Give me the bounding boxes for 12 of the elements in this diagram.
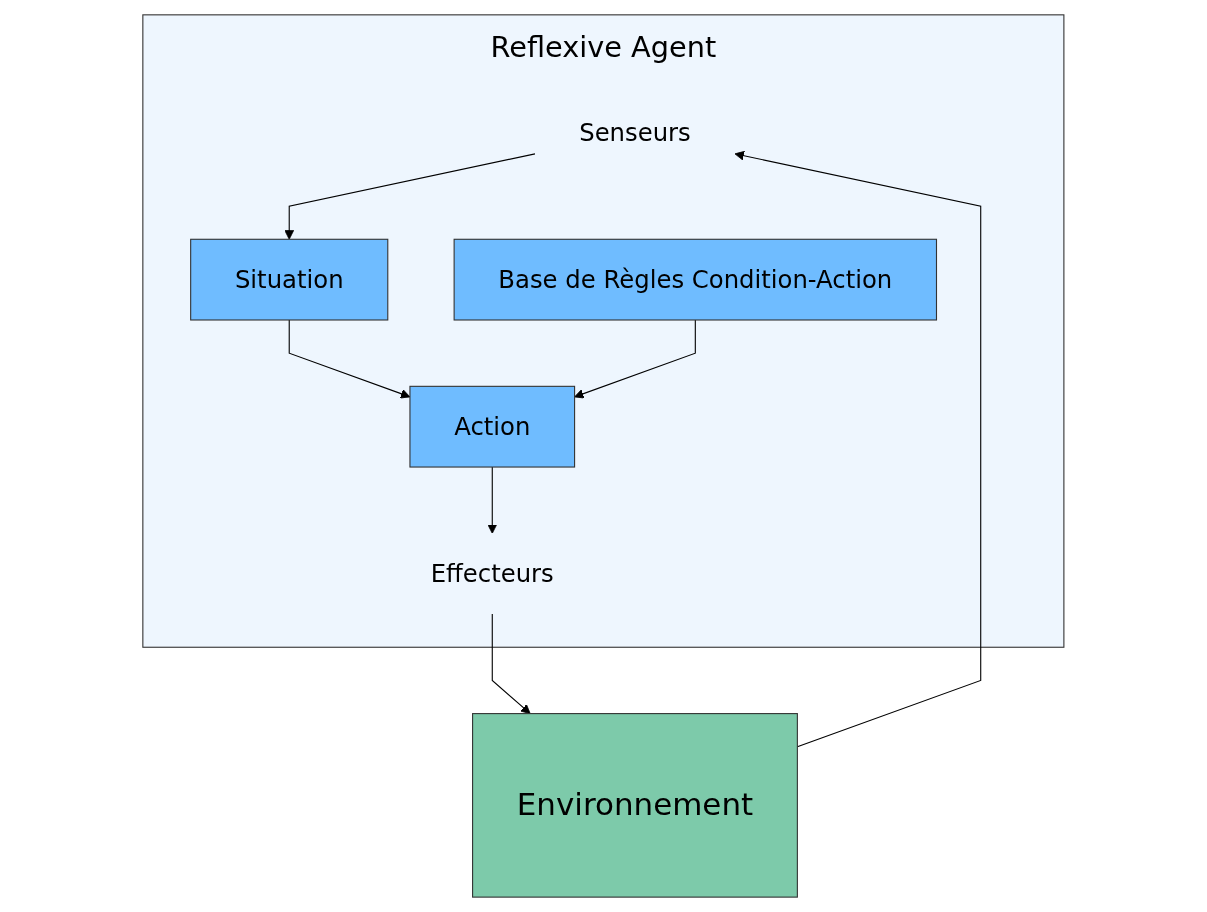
node-box: Situation xyxy=(190,238,389,321)
arrow xyxy=(491,613,531,715)
arrow xyxy=(734,150,982,748)
arrow xyxy=(487,466,498,534)
arrow xyxy=(288,319,411,399)
node-text: Effecteurs xyxy=(430,559,554,588)
node-box: Environnement xyxy=(472,713,799,898)
node-box: Base de Règles Condition-Action xyxy=(453,238,938,321)
arrow xyxy=(574,319,696,399)
node-box: Action xyxy=(409,385,576,468)
node-text: Senseurs xyxy=(579,118,691,147)
arrow xyxy=(284,153,536,240)
